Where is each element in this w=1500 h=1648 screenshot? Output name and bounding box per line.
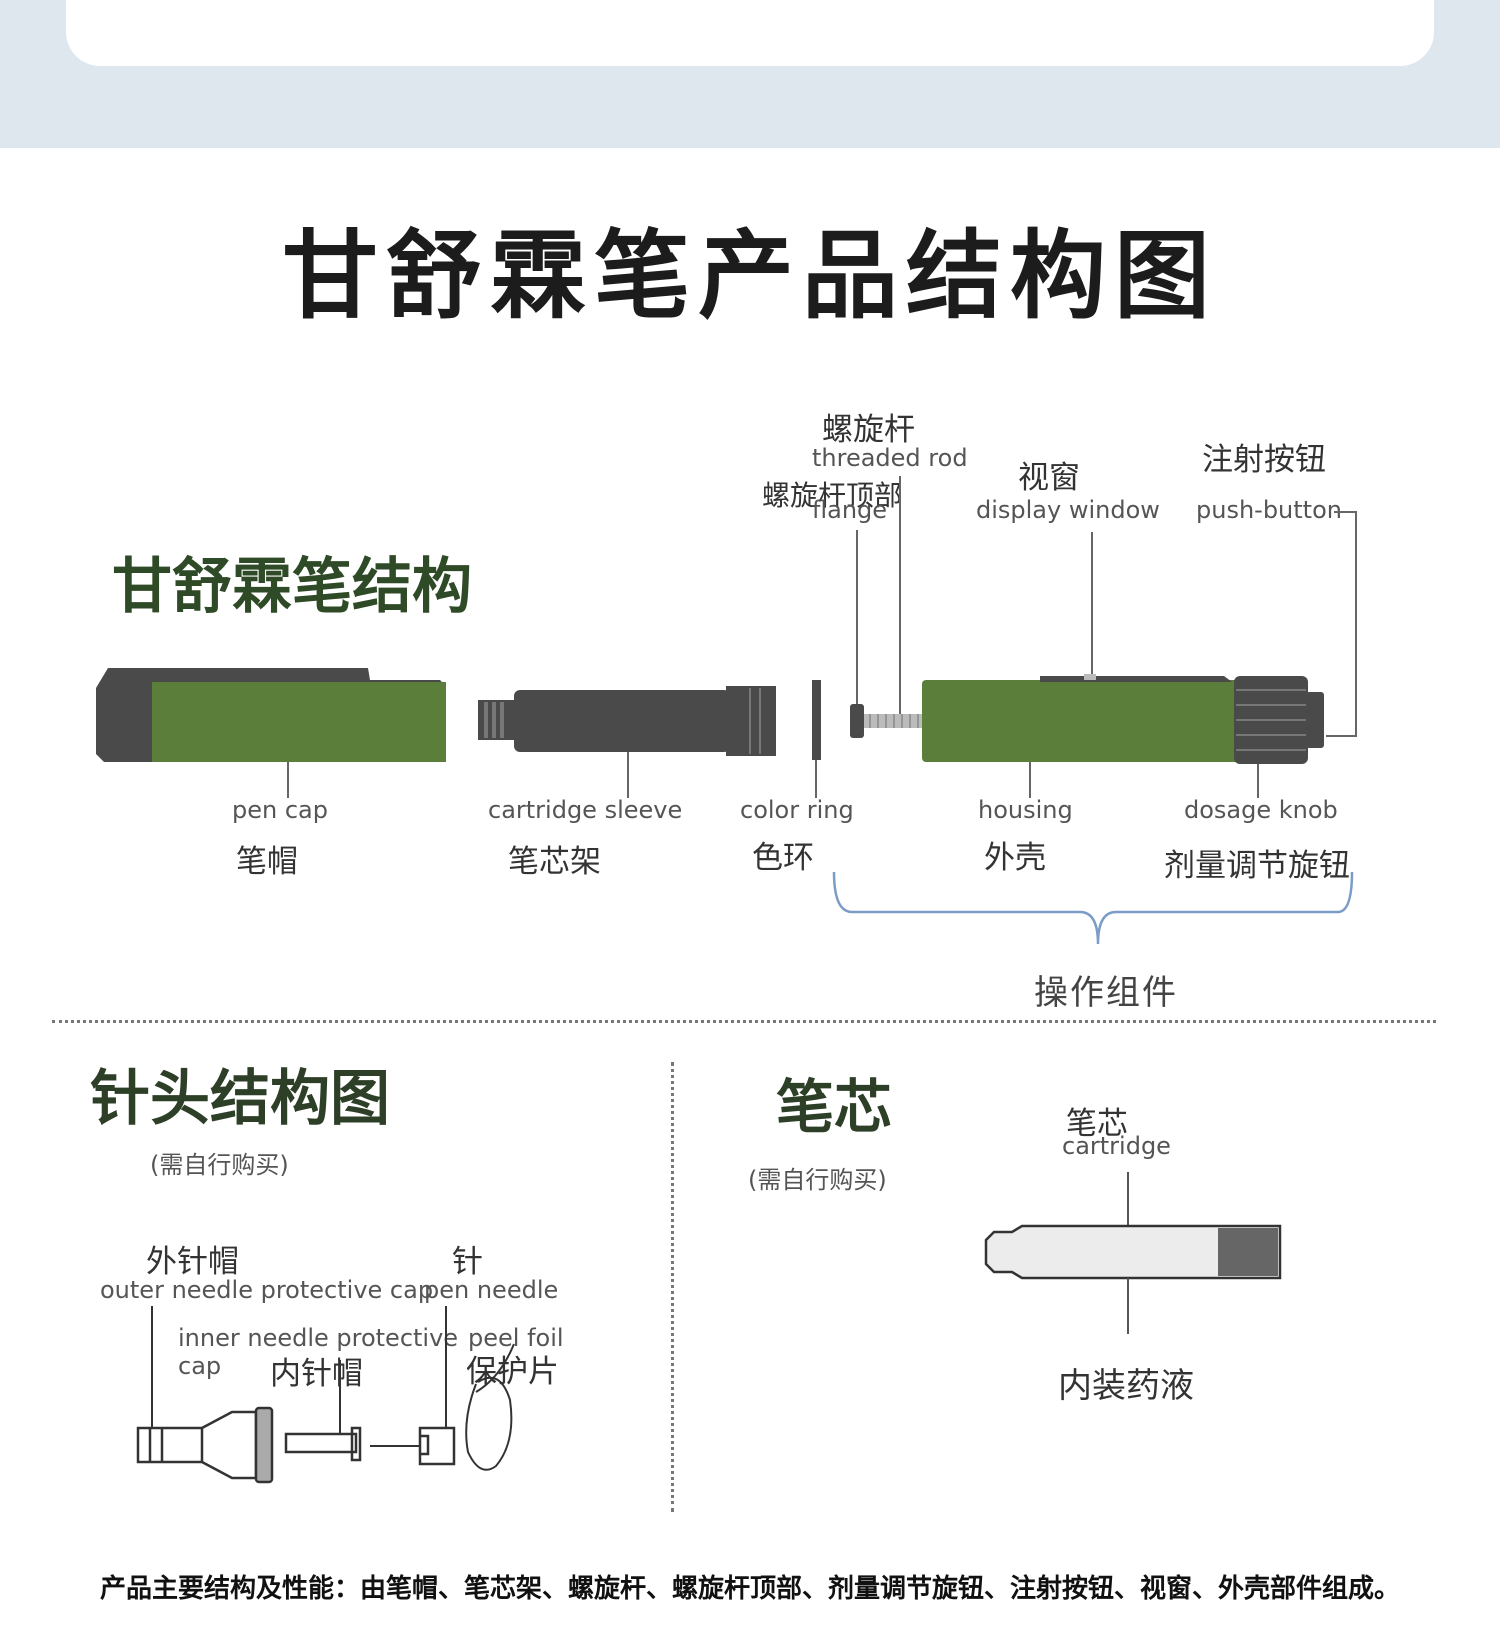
color-ring-cn-label: 色环	[752, 840, 814, 876]
color-ring-drawing	[812, 680, 821, 798]
top-card	[66, 0, 1434, 66]
needle-purchase-note: (需自行购买)	[150, 1151, 289, 1179]
display-window-cn-label: 视窗	[1018, 460, 1080, 496]
section-divider-horizontal	[52, 1020, 1436, 1023]
needle-structure-title: 针头结构图	[90, 1064, 390, 1134]
flange-cn-label: 螺旋杆顶部	[762, 479, 903, 512]
pen-cap-en-label: pen cap	[232, 796, 328, 824]
dosage-knob-drawing	[1234, 511, 1357, 798]
needle-assembly-drawing	[136, 1306, 515, 1484]
outer-cap-en-label: outer needle protective cap	[100, 1276, 434, 1304]
housing-en-label: housing	[978, 796, 1073, 824]
page-title: 甘舒霖笔产品结构图	[282, 220, 1218, 332]
cartridge-sleeve-drawing	[478, 686, 776, 798]
pen-structure-title: 甘舒霖笔结构	[112, 552, 472, 622]
color-ring-en-label: color ring	[740, 796, 854, 824]
inner-cap-cn-label: 内针帽	[270, 1356, 363, 1392]
dosage-knob-en-label: dosage knob	[1184, 796, 1338, 824]
section-divider-vertical	[671, 1062, 674, 1512]
push-button-en-label: push-button	[1196, 496, 1342, 524]
content-label: 内装药液	[1058, 1366, 1194, 1406]
threaded-rod-drawing	[850, 476, 930, 738]
pen-cap-drawing	[96, 668, 446, 798]
peel-foil-cn-label: 保护片	[466, 1354, 559, 1390]
cartridge-en-label: cartridge	[1062, 1132, 1171, 1160]
inner-cap-en-label-line1: inner needle protective	[178, 1324, 459, 1352]
threaded-rod-en-label: threaded rod	[812, 444, 968, 472]
pen-needle-cn-label: 针	[452, 1244, 483, 1280]
cartridge-drawing	[984, 1172, 1282, 1334]
flange-en-label: flange	[812, 496, 888, 524]
cartridge-sleeve-en-label: cartridge sleeve	[488, 796, 683, 824]
pen-cap-cn-label: 笔帽	[236, 844, 298, 880]
threaded-rod-cn-label: 螺旋杆	[822, 412, 915, 448]
operation-group-bracket	[832, 871, 1354, 945]
outer-cap-cn-label: 外针帽	[146, 1244, 239, 1280]
housing-drawing	[922, 532, 1252, 798]
footer-description: 产品主要结构及性能：由笔帽、笔芯架、螺旋杆、螺旋杆顶部、剂量调节旋钮、注射按钮、…	[99, 1574, 1400, 1604]
dosage-knob-cn-label: 剂量调节旋钮	[1164, 848, 1350, 884]
pen-needle-en-label: pen needle	[424, 1276, 559, 1304]
cartridge-cn-label: 笔芯	[1066, 1106, 1128, 1142]
cartridge-purchase-note: (需自行购买)	[748, 1166, 887, 1194]
display-window-en-label: display window	[976, 496, 1160, 524]
inner-cap-en-label-line2: cap	[178, 1352, 222, 1380]
operation-group-label: 操作组件	[1034, 973, 1178, 1013]
housing-cn-label: 外壳	[984, 840, 1046, 876]
push-button-cn-label: 注射按钮	[1202, 442, 1326, 478]
peel-foil-en-label: peel foil	[468, 1324, 564, 1352]
cartridge-sleeve-cn-label: 笔芯架	[508, 844, 601, 880]
cartridge-title: 笔芯	[776, 1073, 893, 1141]
